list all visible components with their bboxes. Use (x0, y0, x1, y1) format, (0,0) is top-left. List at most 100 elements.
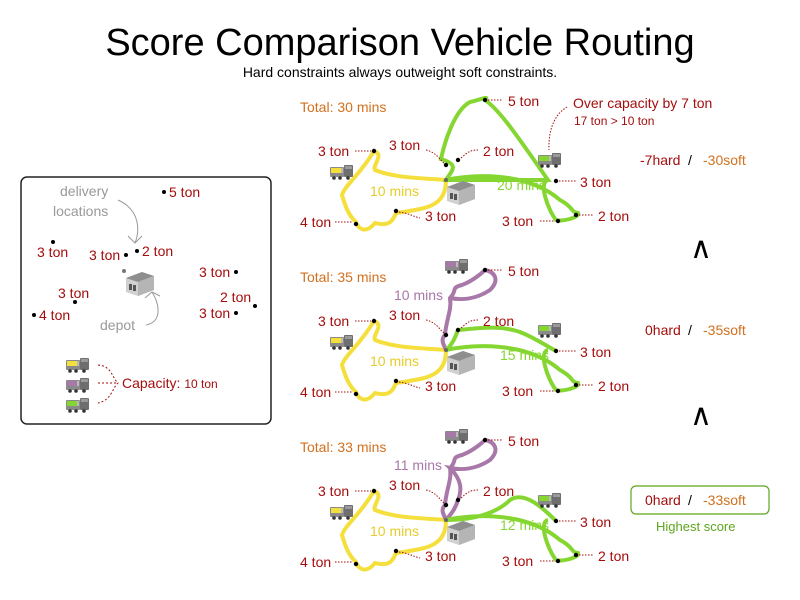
green-truck-icon (538, 153, 561, 168)
stop-label: 3 ton (580, 344, 611, 360)
score-hard: -7hard (640, 152, 680, 168)
location-dot (51, 240, 55, 244)
stop-label: 4 ton (300, 384, 331, 400)
stop-label: 3 ton (318, 143, 349, 159)
depot-dot (444, 518, 448, 522)
location-dot (234, 270, 238, 274)
green-route (438, 95, 580, 223)
depot-arrow (145, 291, 159, 326)
location-label: 3 ton (37, 244, 68, 260)
stop-label: 3 ton (389, 477, 420, 493)
stop-label: 2 ton (483, 313, 514, 329)
delivery-arrow (117, 199, 139, 244)
capacity-connector (97, 364, 119, 404)
location-label: 2 ton (220, 289, 251, 305)
stop-dot (353, 561, 359, 567)
total-time: Total: 33 mins (300, 439, 386, 455)
location-dot (135, 249, 139, 253)
stop-label: 3 ton (502, 383, 533, 399)
green-truck-icon (538, 323, 561, 338)
purple-duration: 11 mins (394, 457, 442, 473)
stop-label: 2 ton (598, 208, 629, 224)
stop-label: 5 ton (508, 93, 539, 109)
leader (425, 319, 445, 334)
depot-dot (444, 348, 448, 352)
green-duration: 20 mins (497, 177, 546, 193)
stop-dot (353, 221, 359, 227)
stop-dot (393, 548, 399, 554)
stop-label: 3 ton (318, 313, 349, 329)
stop-label: 2 ton (598, 548, 629, 564)
location-dot (253, 304, 257, 308)
purple-route (440, 267, 498, 351)
stop-label: 3 ton (425, 208, 456, 224)
depot-icon (447, 181, 475, 205)
location-dot (32, 313, 36, 317)
best-score-frame (630, 485, 770, 515)
location-label: 3 ton (58, 285, 89, 301)
score-soft: -35soft (703, 322, 746, 338)
purple-truck-icon (445, 259, 468, 274)
stop-label: 2 ton (483, 483, 514, 499)
yellow-truck-icon (330, 505, 353, 520)
location-label: 3 ton (89, 247, 120, 263)
stop-dot (353, 391, 359, 397)
stop-label: 3 ton (502, 213, 533, 229)
location-dot (234, 311, 238, 315)
page-subtitle: Hard constraints always outweight soft c… (242, 64, 558, 80)
stop-label: 3 ton (389, 137, 420, 153)
purple-truck-icon (66, 378, 89, 393)
total-time: Total: 35 mins (300, 269, 386, 285)
location-dot (73, 300, 77, 304)
warning-leader (548, 106, 568, 151)
green-duration: 15 mins (500, 347, 549, 363)
stop-label: 3 ton (425, 378, 456, 394)
stop-dot (553, 518, 559, 524)
leader (425, 489, 445, 504)
stop-label: 3 ton (425, 548, 456, 564)
stop-dot (573, 382, 579, 388)
stop-dot (553, 348, 559, 354)
depot-label: depot (100, 317, 135, 333)
stop-label: 5 ton (508, 433, 539, 449)
stop-dot (482, 437, 488, 443)
yellow-duration: 10 mins (370, 183, 419, 199)
over-capacity-detail: 17 ton > 10 ton (574, 114, 654, 128)
score: -7hard / -30soft (640, 152, 746, 168)
stop-dot (553, 178, 559, 184)
stop-dot (455, 327, 461, 333)
score: 0hard / -35soft (645, 322, 746, 338)
green-duration: 12 mins (500, 517, 549, 533)
over-capacity-warning: Over capacity by 7 ton (573, 95, 712, 111)
stop-dot (573, 212, 579, 218)
stop-dot (482, 267, 488, 273)
stop-dot (393, 208, 399, 214)
stop-label: 3 ton (580, 174, 611, 190)
total-time: Total: 30 mins (300, 99, 386, 115)
purple-truck-icon (445, 429, 468, 444)
purple-route (440, 437, 498, 522)
solution-2: Total: 35 mins 10 mins 15 mins 10 mins 5… (300, 259, 746, 402)
depot-dot (122, 269, 126, 273)
yellow-truck-icon (330, 335, 353, 350)
purple-duration: 10 mins (394, 287, 443, 303)
location-label: 5 ton (169, 184, 200, 200)
yellow-truck-icon (330, 165, 353, 180)
green-route (444, 325, 580, 393)
stop-dot (443, 162, 449, 168)
comparison-operator: ∧ (690, 398, 712, 433)
delivery-arrowhead (127, 235, 143, 244)
stop-dot (455, 497, 461, 503)
highest-score-badge: Highest score (656, 519, 735, 534)
yellow-truck-icon (66, 358, 89, 373)
stop-label: 3 ton (502, 553, 533, 569)
green-route (445, 495, 580, 563)
yellow-duration: 10 mins (370, 523, 419, 539)
stop-dot (555, 558, 561, 564)
stop-label: 2 ton (598, 378, 629, 394)
stop-dot (555, 388, 561, 394)
stop-dot (555, 218, 561, 224)
stop-dot (371, 488, 377, 494)
stop-dot (482, 97, 488, 103)
stop-label: 4 ton (300, 554, 331, 570)
